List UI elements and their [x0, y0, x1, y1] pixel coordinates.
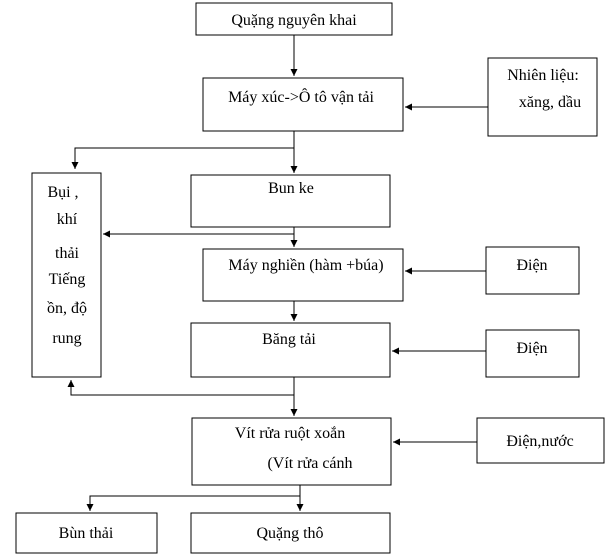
crude-ore-box: [190, 512, 391, 554]
crude-ore-label: Quặng thô: [256, 525, 323, 542]
edge-washer-to-sludge: [86, 495, 300, 511]
conveyor-label: Băng tải: [262, 331, 316, 348]
fuel-label-line-2: xăng, dầu: [519, 94, 581, 111]
screw-washer-label-line-2: (Vít rửa cánh: [267, 455, 352, 472]
edge-excavator-to-emissions: [71, 147, 294, 169]
emissions-label-line-3: thải: [55, 245, 80, 262]
hopper-label: Bun ke: [268, 180, 314, 197]
edge-conveyor-to-emissions: [67, 380, 294, 396]
power-conveyor-label: Điện: [516, 340, 547, 357]
screw-washer-box: [191, 417, 392, 486]
sludge-box: [15, 512, 158, 554]
raw-ore-label: Quặng nguyên khai: [231, 12, 357, 29]
emissions-label-line-5: ồn, độ: [47, 300, 87, 317]
emissions-label-line-4: Tiếng: [49, 271, 86, 288]
sludge-label: Bùn thải: [59, 525, 114, 542]
fuel-label-line-1: Nhiên liệu:: [507, 67, 579, 84]
emissions-label-line-2: khí: [57, 211, 78, 228]
excavator-label: Máy xúc->Ô tô vận tải: [228, 87, 374, 106]
screw-washer-label-line-1: Vít rửa ruột xoắn: [235, 425, 345, 442]
power-crusher-box: [485, 246, 580, 295]
emissions-label-line-1: Bụi ,: [47, 184, 78, 201]
power-water-label: Điện,nước: [506, 433, 573, 450]
excavator-box: [202, 77, 404, 132]
hopper-box: [190, 174, 391, 228]
conveyor-box: [190, 322, 391, 378]
power-crusher-label: Điện: [516, 257, 547, 274]
fuel-box: [487, 57, 598, 137]
power-water-box: [476, 417, 605, 464]
crusher-box: [202, 248, 404, 302]
emissions-box: [31, 172, 102, 378]
raw-ore-box: [195, 2, 393, 36]
crusher-label: Máy nghiền (hàm +búa): [228, 257, 383, 274]
power-conveyor-box: [485, 329, 580, 378]
emissions-label-line-6: rung: [52, 330, 81, 347]
